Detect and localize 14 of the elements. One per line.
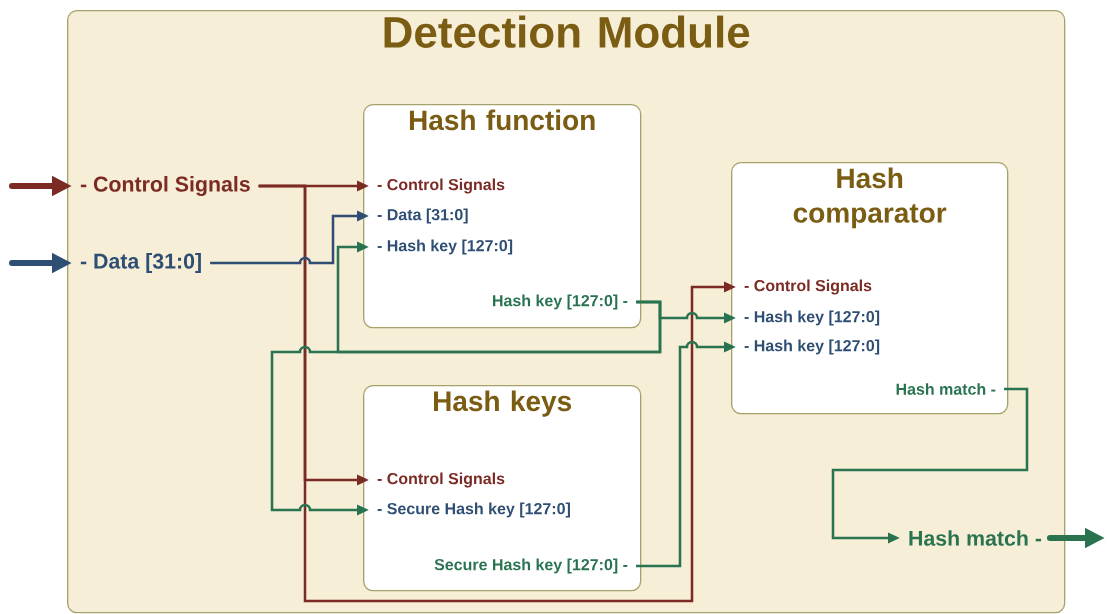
port-label: - Data [31:0] (377, 208, 468, 224)
port-label: Hash key [127:0] - (493, 294, 628, 310)
port-label: - Control Signals (744, 279, 872, 295)
port-label: - Control Signals (377, 472, 505, 488)
signal-label: Hash match - (909, 530, 1042, 546)
port-label: - Hash key [127:0] (377, 239, 513, 255)
port-label: Hash match - (896, 383, 996, 395)
port-label: - Control Signals (377, 178, 505, 194)
port-label: - Secure Hash key [127:0] (377, 502, 570, 518)
port-label: Secure Hash key [127:0] - (434, 558, 628, 574)
signal-label: - Data [31:0] (80, 253, 201, 273)
port-label: - Hash key [127:0] (744, 310, 880, 326)
port-label: - Hash key [127:0] (744, 339, 880, 355)
signal-label: - Control Signals (80, 176, 250, 196)
